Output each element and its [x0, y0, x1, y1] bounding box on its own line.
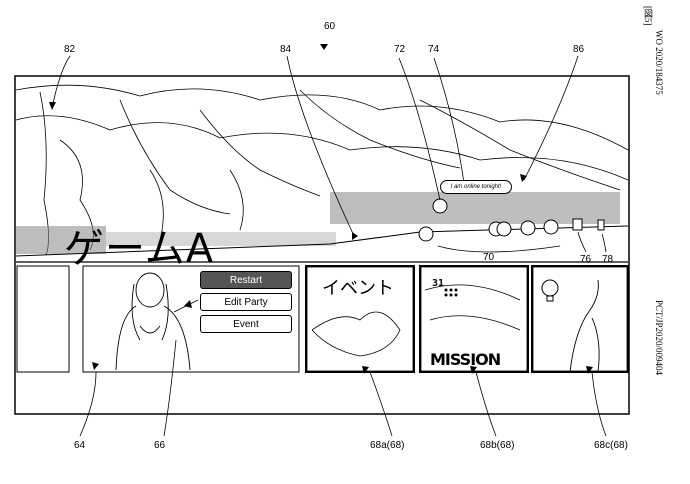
callout-60: 60 — [324, 21, 336, 32]
callout-82: 82 — [64, 44, 76, 55]
callout-78: 78 — [602, 254, 614, 265]
settings-icon — [597, 219, 605, 231]
callout-70: 70 — [483, 252, 495, 263]
event-button[interactable]: Event — [200, 315, 292, 333]
callout-68b: 68b(68) — [480, 440, 514, 451]
avatar-icon — [543, 219, 559, 235]
mission-label: MISSION — [430, 350, 501, 369]
left-panel — [16, 265, 70, 373]
background-texture — [16, 192, 620, 254]
callout-66: 66 — [154, 440, 166, 451]
callout-arrows — [49, 44, 593, 374]
restart-button[interactable]: Restart — [200, 271, 292, 289]
callout-74: 74 — [428, 44, 440, 55]
event-panel-label: イベント — [322, 278, 394, 299]
edit-party-button[interactable]: Edit Party — [200, 293, 292, 311]
application-number: PCT/JP2020/009404 — [654, 300, 664, 376]
calendar-dots — [444, 288, 458, 297]
callout-64: 64 — [74, 440, 86, 451]
mini-panel-68a — [305, 265, 415, 373]
publication-number: WO 2020/184375 — [654, 30, 664, 95]
avatar-icon — [520, 220, 536, 236]
callout-68a: 68a(68) — [370, 440, 404, 451]
lightbulb-icon — [541, 279, 559, 302]
page-marker: [図5] — [643, 6, 653, 26]
character-figure — [115, 272, 191, 371]
callout-84: 84 — [280, 44, 292, 55]
avatar-icon-row — [418, 198, 559, 242]
avatar-icon — [496, 221, 512, 237]
callout-72: 72 — [394, 44, 406, 55]
callout-86: 86 — [573, 44, 585, 55]
calendar-date: 31 — [432, 278, 445, 289]
screen-frame — [14, 75, 630, 415]
avatar-icon — [418, 226, 434, 242]
character-sketch — [569, 279, 599, 373]
online-avatar-icon — [432, 198, 448, 214]
status-icon — [572, 218, 583, 231]
callout-76: 76 — [580, 254, 592, 265]
callout-68c: 68c(68) — [594, 440, 628, 451]
callout-leaders — [51, 55, 607, 437]
online-message-bubble: I am online tonight! — [440, 180, 512, 194]
game-title: ゲームA — [64, 226, 215, 272]
mini-panel-68b — [419, 265, 529, 373]
